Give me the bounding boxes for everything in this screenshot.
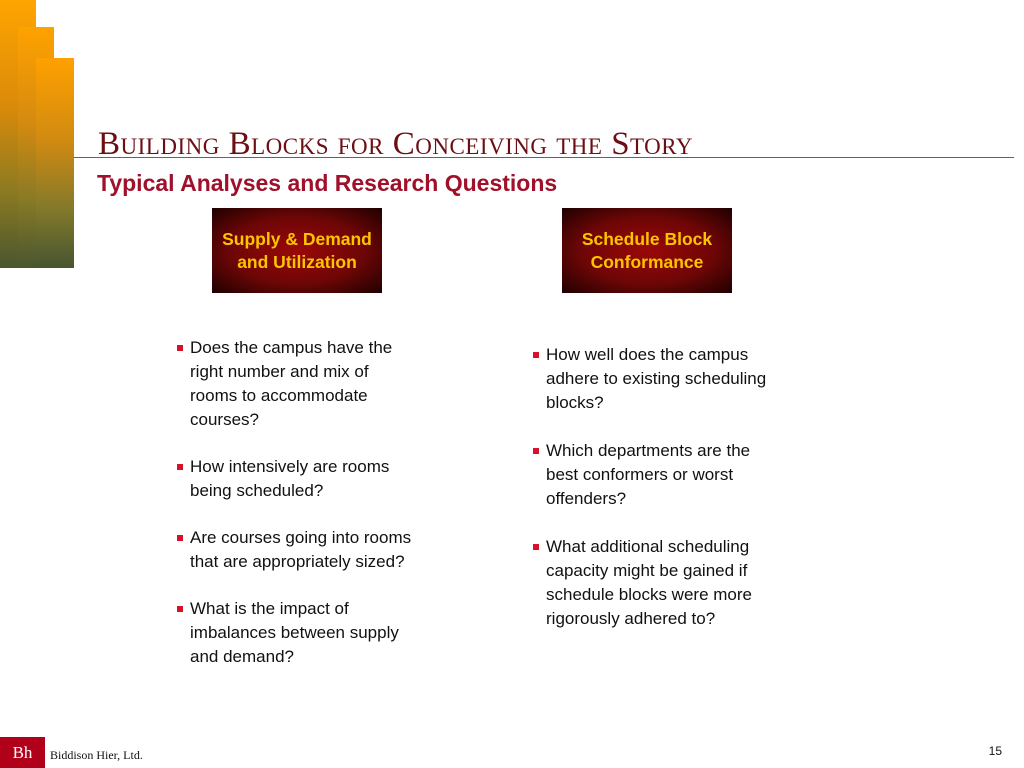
list-item: Which departments are the best conformer…: [532, 439, 772, 511]
supply-demand-box: Supply & Demand and Utilization: [212, 208, 382, 293]
schedule-block-box: Schedule Block Conformance: [562, 208, 732, 293]
bullet-icon: [533, 352, 539, 358]
schedule-block-label: Schedule Block Conformance: [581, 228, 713, 272]
list-item: What additional scheduling capacity migh…: [532, 535, 772, 631]
slide-title: Building Blocks for Conceiving the Story: [98, 126, 693, 162]
list-item: Does the campus have the right number an…: [176, 336, 416, 432]
list-item: What is the impact of imbalances between…: [176, 597, 416, 669]
page-number: 15: [988, 744, 1002, 758]
list-item: How intensively are rooms being schedule…: [176, 455, 416, 503]
company-name: Biddison Hier, Ltd.: [50, 748, 143, 762]
left-question-list: Does the campus have the right number an…: [176, 336, 416, 692]
bullet-icon: [533, 544, 539, 550]
bullet-icon: [177, 345, 183, 351]
bullet-icon: [533, 448, 539, 454]
bullet-icon: [177, 464, 183, 470]
right-question-list: How well does the campus adhere to exist…: [532, 343, 772, 655]
title-divider: [74, 157, 1014, 158]
list-item: Are courses going into rooms that are ap…: [176, 526, 416, 574]
supply-demand-label: Supply & Demand and Utilization: [222, 228, 372, 272]
company-logo: Bh: [0, 737, 45, 768]
decorative-bar-3: [36, 58, 74, 268]
slide-subtitle: Typical Analyses and Research Questions: [97, 170, 558, 196]
bullet-icon: [177, 535, 183, 541]
list-item: How well does the campus adhere to exist…: [532, 343, 772, 415]
bullet-icon: [177, 606, 183, 612]
